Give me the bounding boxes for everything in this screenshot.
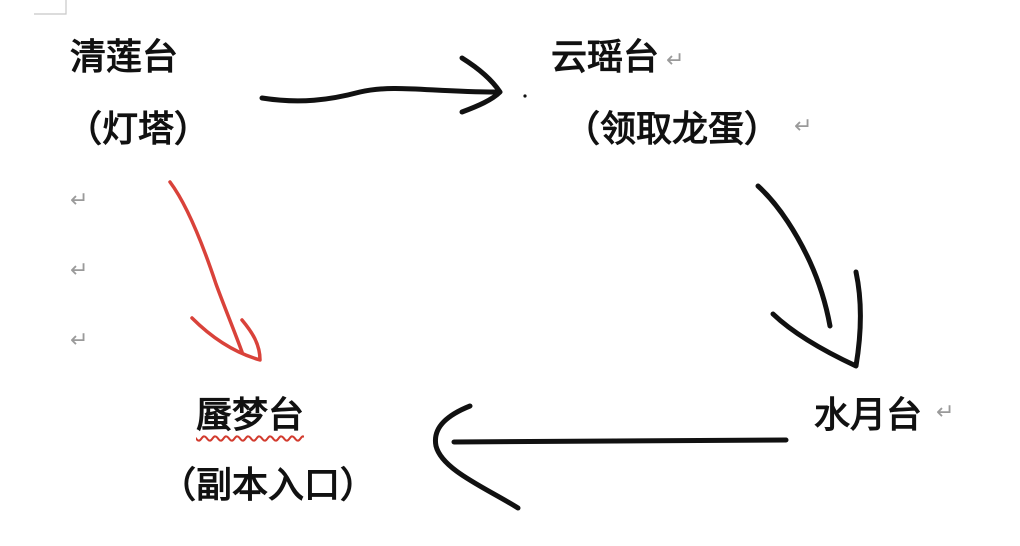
node-yunyao-name: 云瑶台 bbox=[551, 37, 660, 78]
node-shuiyue-name: 水月台 bbox=[814, 395, 923, 436]
node-yunyao-note: （领取龙蛋） bbox=[564, 109, 781, 150]
node-yunyao-note-paragraph-mark: ↵ bbox=[794, 114, 813, 139]
node-qinglian-name: 清莲台 bbox=[70, 37, 179, 78]
node-yunyao-name-paragraph-mark: ↵ bbox=[666, 48, 685, 73]
node-shenmeng-name: 蜃梦台 bbox=[196, 395, 305, 436]
node-shuiyue-paragraph-mark: ↵ bbox=[936, 400, 955, 425]
paragraph-mark: ↵ bbox=[70, 328, 89, 353]
arrow-qinglian-to-shenmeng bbox=[168, 180, 262, 362]
arrow-shuiyue-to-shenmeng bbox=[432, 403, 789, 511]
node-qinglian-note: （灯塔） bbox=[66, 109, 211, 150]
arrow-qinglian-to-yunyao bbox=[259, 55, 527, 115]
page-corner-mark bbox=[34, 0, 67, 15]
paragraph-mark: ↵ bbox=[70, 258, 89, 283]
arrow-yunyao-to-shuiyue bbox=[755, 183, 863, 369]
node-shenmeng-note: （副本入口） bbox=[160, 465, 377, 506]
paragraph-mark: ↵ bbox=[70, 188, 89, 213]
